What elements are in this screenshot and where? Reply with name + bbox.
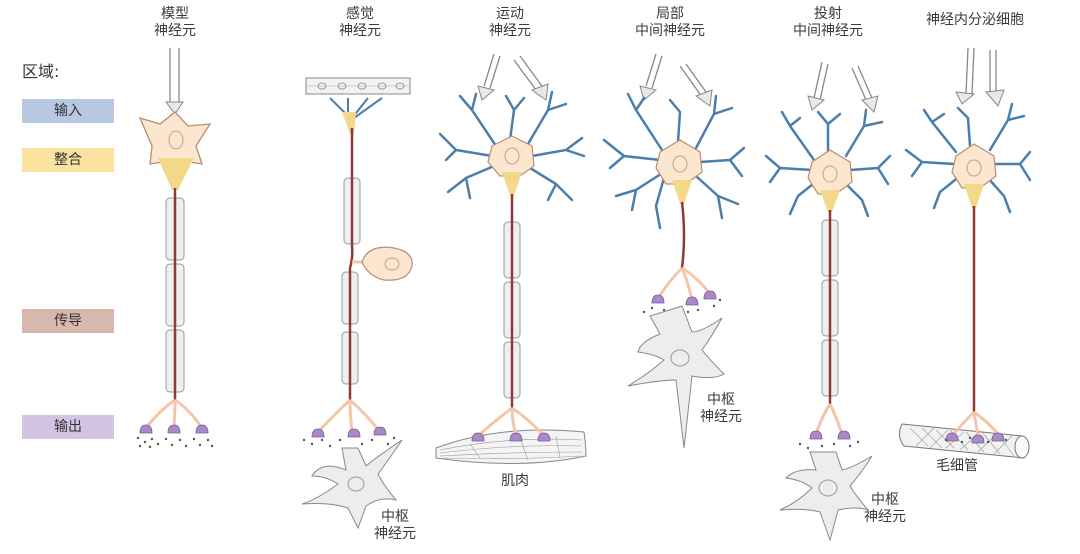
projection-target-label: 中枢神经元 — [864, 492, 906, 525]
neuroendocrine-cell — [898, 47, 1032, 459]
neuron-title-sensory: 感觉神经元 — [339, 6, 381, 39]
neuron-title-motor: 运动神经元 — [489, 6, 531, 39]
projection-dendrites — [764, 108, 892, 218]
neuroendocrine-dendrites — [904, 102, 1032, 214]
local-interneuron — [602, 53, 746, 449]
region-conduction: 传导 — [22, 309, 114, 333]
neuroendocrine-target-label: 毛细管 — [936, 458, 978, 474]
neuron-title-projection-interneuron: 投射中间神经元 — [793, 6, 863, 39]
local-dendrites — [602, 92, 746, 230]
sensory-target-label: 中枢神经元 — [374, 509, 416, 542]
sensory-neuron — [301, 77, 413, 530]
model-nucleus — [168, 130, 184, 150]
model-neuron — [136, 48, 214, 449]
region-integration: 整合 — [22, 148, 114, 172]
motor-target-label: 肌肉 — [501, 473, 529, 489]
sensory-axon — [348, 128, 354, 400]
region-legend-title: 区域: — [22, 62, 60, 81]
model-axon-hillock — [158, 158, 194, 190]
motor-neuron — [435, 53, 587, 465]
neuron-title-model: 模型神经元 — [154, 6, 196, 39]
motor-dendrites — [438, 90, 586, 202]
capillary — [898, 423, 1028, 459]
region-output: 输出 — [22, 415, 114, 439]
region-input: 输入 — [22, 99, 114, 123]
local-axon — [680, 201, 686, 269]
local-target-label: 中枢神经元 — [700, 392, 742, 425]
local-target-cell — [627, 305, 725, 449]
neuron-title-local-interneuron: 局部中间神经元 — [635, 6, 705, 39]
neuron-title-neuroendocrine: 神经内分泌细胞 — [926, 12, 1024, 28]
projection-interneuron — [764, 61, 892, 542]
